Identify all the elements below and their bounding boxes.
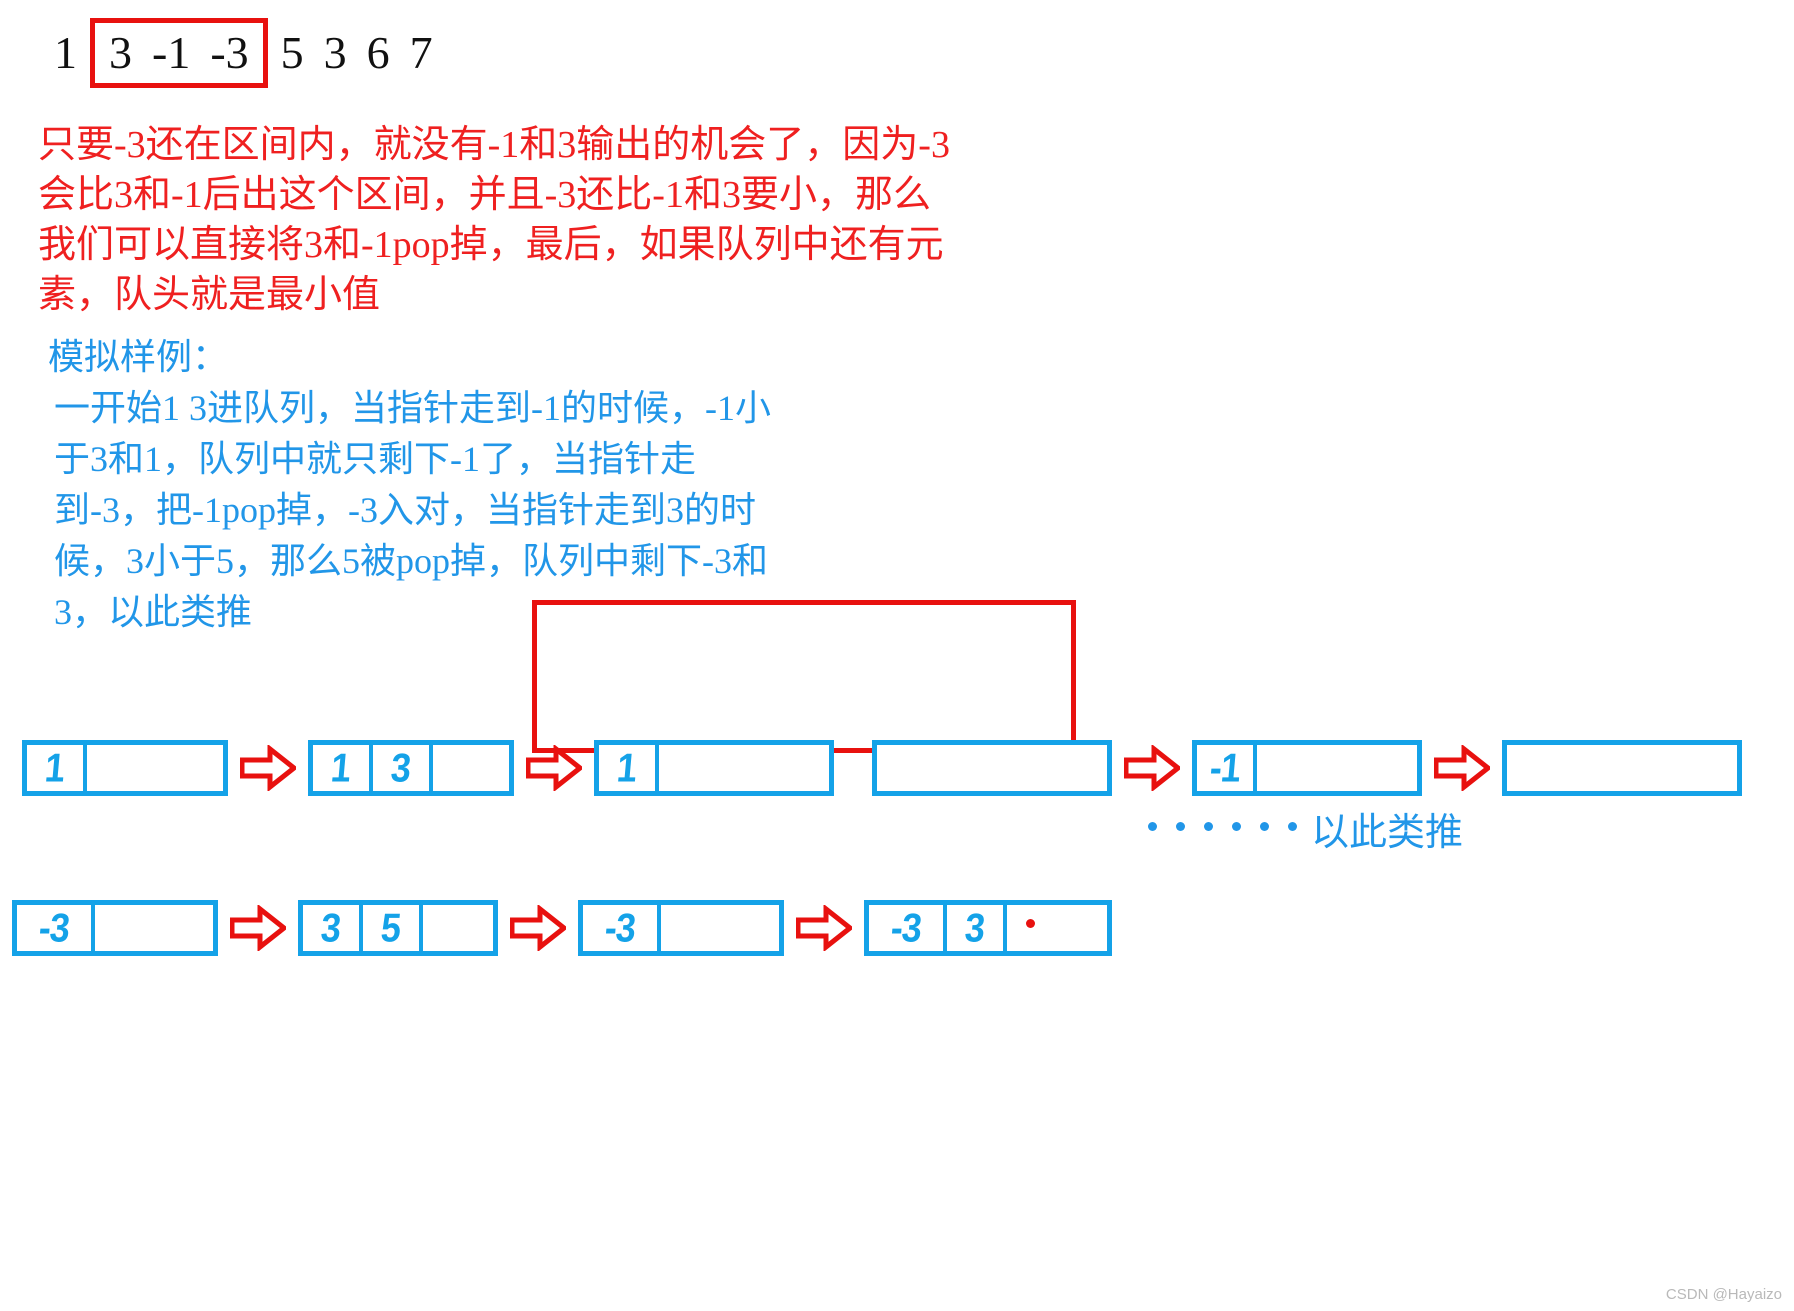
array-number-window: 3 [109,27,132,78]
ellipsis-dots-icon [1148,821,1297,835]
sliding-window-highlight: 3 -1 -3 [90,18,268,88]
red-dot-marker [1026,919,1035,928]
right-arrow-icon [230,905,286,951]
array-number-window: -3 [210,27,249,78]
blue-note-line: 一开始1 3进队列，当指针走到-1的时候，-1小 [54,388,771,428]
etcetera-label: 以此类推 [1311,811,1464,854]
queue-box: -3 3 [864,900,1112,956]
queue-cell-empty [1007,905,1107,951]
array-number-after: 5 [280,27,304,78]
queue-box: 1 [594,740,834,796]
queue-box [872,740,1112,796]
queue-box: -1 [1192,740,1422,796]
queue-cell-empty [433,745,509,791]
queue-cell-empty [1257,745,1417,791]
right-arrow-icon [796,905,852,951]
array-number-after: 7 [409,27,433,78]
right-arrow-icon [1124,745,1180,791]
queue-cell: 3 [303,904,363,951]
queue-cell: 1 [27,744,87,791]
queue-cell: -3 [583,904,661,951]
red-note-line: 我们可以直接将3和-1pop掉，最后，如果队列中还有元 [38,224,944,266]
queue-cell-empty [423,905,493,951]
right-arrow-icon [526,745,582,791]
red-note-line: 只要-3还在区间内，就没有-1和3输出的机会了，因为-3 [38,124,950,166]
queue-cell: 3 [947,904,1007,951]
red-note-line: 会比3和-1后出这个区间，并且-3还比-1和3要小，那么 [38,174,931,216]
queue-box: 1 [22,740,228,796]
queue-box [1502,740,1742,796]
array-number-after: 3 [323,27,347,78]
queue-cell: 1 [313,744,373,791]
queue-cell-empty [95,905,213,951]
queue-cell-empty [1507,745,1737,791]
queue-cell: 1 [599,744,659,791]
queue-box: -3 [12,900,218,956]
queue-cell: -3 [17,904,95,951]
etcetera-group: 以此类推 [1148,800,1463,856]
right-arrow-icon [240,745,296,791]
queue-cell: -3 [869,904,947,951]
queue-cell: 3 [373,744,433,791]
right-arrow-icon [510,905,566,951]
array-number-before: 1 [54,27,77,78]
blue-walkthrough-paragraph: 模拟样例： 一开始1 3进队列，当指针走到-1的时候，-1小 于3和1，队列中就… [48,332,908,638]
queue-cell-empty [661,905,779,951]
array-sequence: 1 3 -1 -3 5 3 6 7 [44,18,443,88]
queue-cell-empty [877,745,1107,791]
queue-box: -3 [578,900,784,956]
queue-cell-empty [87,745,223,791]
red-highlight-rectangle [532,600,1076,753]
queue-cell-empty [659,745,829,791]
right-arrow-icon [1434,745,1490,791]
blue-note-line: 候，3小于5，那么5被pop掉，队列中剩下-3和 [54,541,768,581]
queue-cell: 5 [363,904,423,951]
blue-note-line: 3，以此类推 [54,592,253,632]
watermark-text: CSDN @Hayaizo [1665,1286,1782,1303]
queue-sequence-row-1: 1 1 3 1 -1 [22,740,1742,796]
queue-box: 3 5 [298,900,498,956]
queue-sequence-row-2: -3 3 5 -3 -3 3 [12,900,1112,956]
array-number-after: 6 [366,27,390,78]
queue-cell: -1 [1197,744,1257,791]
blue-note-title: 模拟样例： [48,337,229,377]
red-explanation-paragraph: 只要-3还在区间内，就没有-1和3输出的机会了，因为-3 会比3和-1后出这个区… [38,120,1048,320]
red-note-line: 素，队头就是最小值 [38,274,381,316]
blue-note-line: 到-3，把-1pop掉，-3入对，当指针走到3的时 [54,490,756,530]
array-number-window: -1 [152,27,191,78]
queue-box: 1 3 [308,740,514,796]
blue-note-line: 于3和1，队列中就只剩下-1了，当指针走 [54,439,696,479]
